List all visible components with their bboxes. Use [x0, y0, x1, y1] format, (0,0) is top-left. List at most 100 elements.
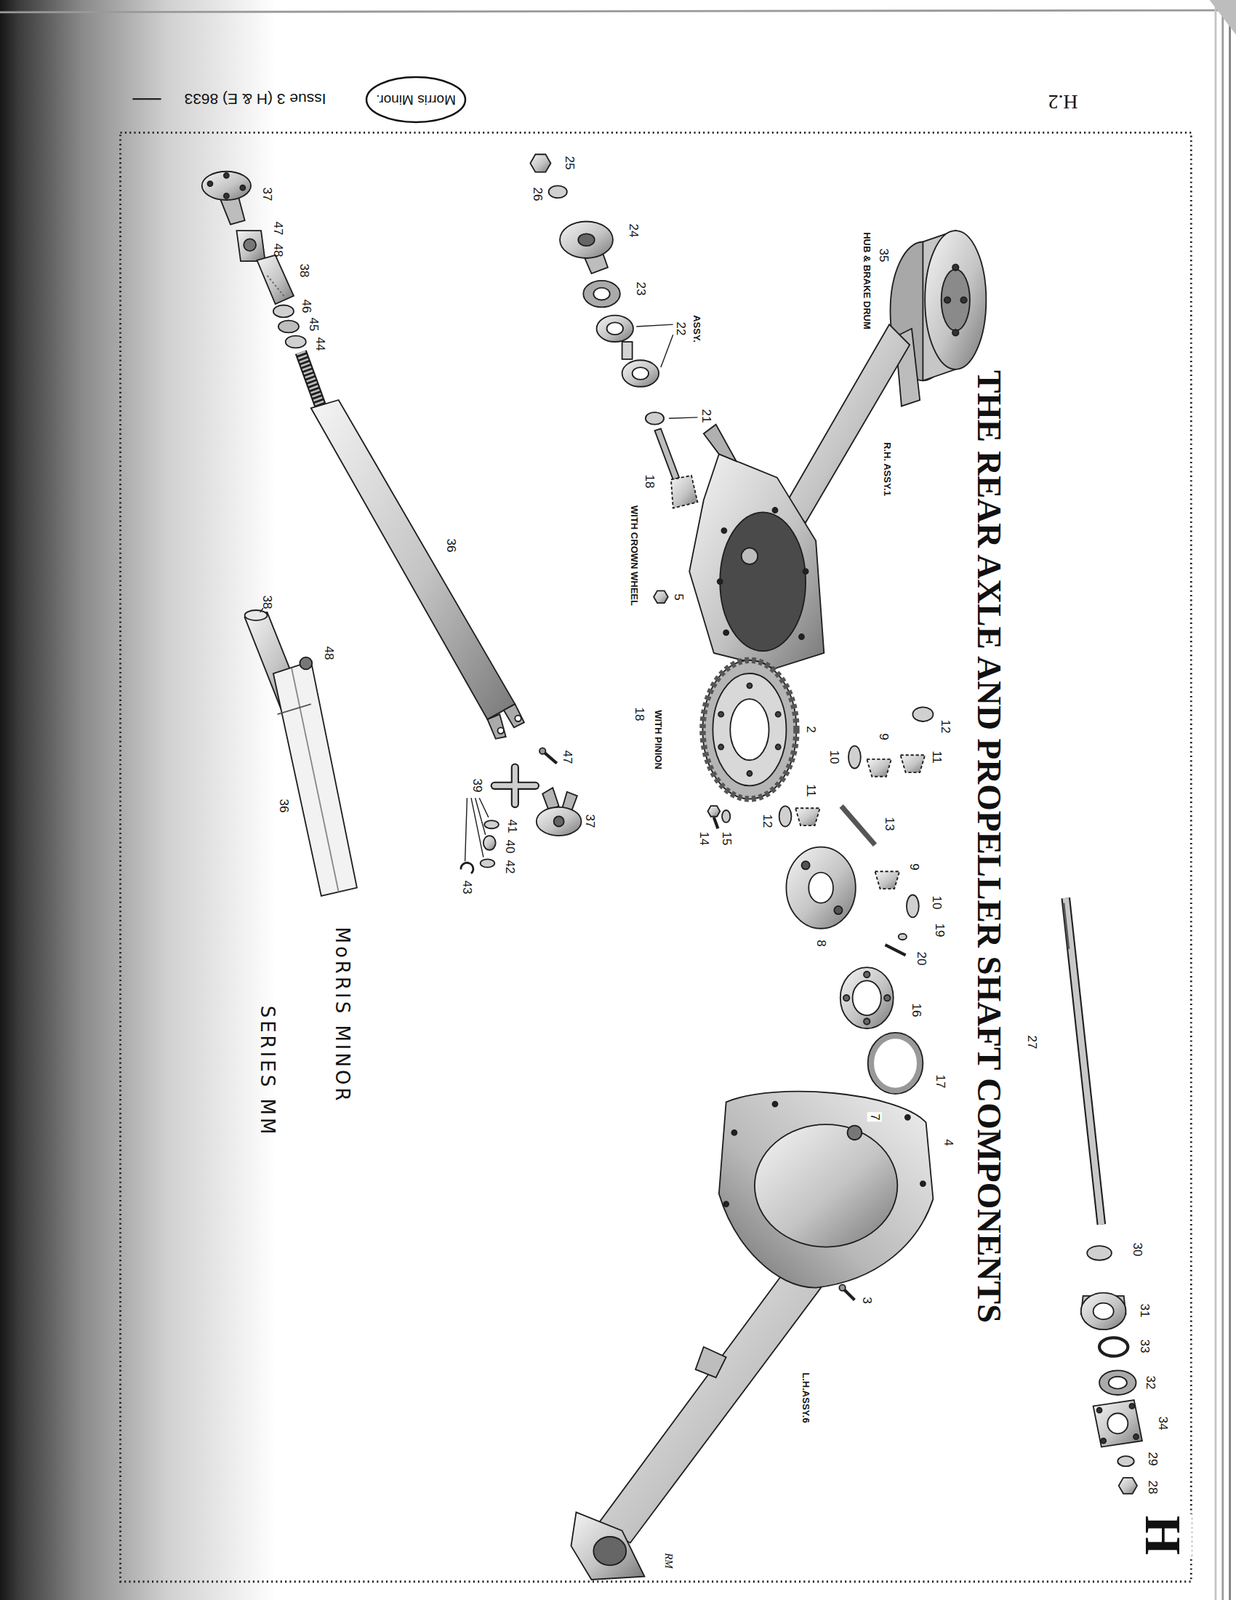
axle-shaft — [1108, 1376, 1127, 1389]
differential-parts — [874, 871, 900, 889]
axle-shaft — [1081, 1292, 1127, 1330]
callout-number: 31 — [1137, 1303, 1152, 1318]
differential-parts — [718, 744, 724, 750]
callout-number: 36 — [276, 799, 291, 813]
callout-number: 8 — [813, 940, 829, 947]
differential-parts — [900, 754, 926, 773]
rear-axle-lh — [719, 1091, 934, 1288]
axle-shaft — [1065, 897, 1102, 1225]
differential-parts — [779, 805, 792, 826]
differential-parts — [841, 805, 875, 845]
universal-joint-parts — [536, 807, 582, 836]
axle-shaft — [1065, 897, 1102, 1225]
callout-number: 27 — [1025, 1035, 1040, 1050]
callout-number: 47 — [559, 749, 575, 764]
sectional-inset — [299, 657, 312, 670]
callout-number: 10 — [827, 749, 842, 764]
callout-number: 29 — [1145, 1451, 1160, 1466]
pinion-parts — [593, 287, 610, 301]
callout-number: 28 — [1145, 1480, 1160, 1495]
universal-joint-parts — [471, 797, 484, 857]
callout-number: 39 — [470, 778, 485, 793]
differential-parts — [852, 980, 882, 1015]
pinion-parts — [548, 185, 568, 198]
callout-number: 38 — [260, 594, 275, 609]
propeller-shaft — [311, 399, 516, 720]
rear-axle-lh — [905, 1114, 911, 1120]
propeller-shaft — [202, 171, 251, 200]
callout-number: 10 — [929, 895, 944, 910]
callout-number: 4 — [941, 1138, 957, 1146]
callout-number: 9 — [906, 863, 922, 871]
callout-number: 16 — [908, 1002, 924, 1017]
axle-shaft — [1107, 1412, 1128, 1434]
differential-parts — [808, 872, 834, 904]
axle-shaft — [1118, 1477, 1138, 1494]
rear-axle-rh — [719, 511, 806, 651]
sectional-inset — [277, 703, 312, 714]
callout-number: 7 — [868, 1111, 883, 1122]
callout-number: 11 — [929, 750, 944, 764]
differential-parts — [712, 673, 786, 786]
pinion-parts — [530, 154, 551, 172]
differential-parts — [840, 966, 894, 1029]
callout-number: 24 — [625, 223, 641, 238]
callout-number: 19 — [932, 923, 947, 938]
callout-number: 44 — [313, 336, 328, 351]
sectional-inset — [260, 607, 264, 613]
callout-number: 40 — [503, 839, 518, 854]
page-ground — [132, 98, 161, 100]
callout-number: 3 — [859, 1297, 874, 1304]
rear-axle-lh — [772, 1101, 778, 1107]
pinion-parts — [645, 412, 664, 425]
rear-axle-rh — [803, 568, 809, 574]
callout-number: 38 — [296, 263, 312, 278]
rear-axle-rh — [772, 507, 778, 513]
rear-axle-lh — [920, 1180, 926, 1186]
callout-number: 21 — [698, 409, 714, 424]
axle-shaft — [1097, 1407, 1103, 1413]
pinion-parts — [671, 475, 698, 509]
sectional-inset — [273, 660, 357, 896]
universal-joint-parts — [539, 747, 546, 754]
universal-joint-parts — [475, 797, 486, 835]
pinion-parts — [607, 322, 624, 335]
rear-axle-lh — [847, 1125, 863, 1141]
pinion-parts — [578, 233, 595, 246]
sectional-inset — [245, 610, 268, 621]
sectional-inset — [245, 607, 357, 896]
page-ground — [0, 0, 276, 1600]
universal-joint-parts — [483, 835, 496, 850]
pinion-parts — [583, 280, 620, 307]
callout-number: 18 — [642, 474, 658, 489]
pinion-parts — [668, 417, 698, 419]
circle-outline — [366, 77, 466, 123]
callout-number: 9 — [876, 732, 891, 740]
rear-axle-rh — [952, 329, 959, 336]
differential-parts — [702, 660, 933, 1094]
callout-number: 26 — [530, 186, 545, 201]
rear-axle-rh — [952, 263, 959, 270]
rear-axle-rh — [723, 629, 729, 635]
pinion-parts — [622, 341, 633, 360]
callout-number: 46 — [298, 298, 314, 313]
axle-shaft — [1063, 903, 1069, 949]
differential-parts — [801, 860, 810, 869]
propeller-shaft — [514, 715, 521, 722]
differential-parts — [884, 944, 906, 955]
pinion-parts — [632, 367, 649, 380]
page-footer: Issue 3 (H & E) 8633 — [183, 90, 326, 108]
rear-axle-lh — [754, 1124, 898, 1247]
callout-number: 35 — [876, 247, 891, 262]
differential-parts — [848, 745, 861, 769]
callout-number: 25 — [562, 156, 577, 171]
pinion-parts — [653, 590, 669, 603]
callout-number: 5 — [671, 593, 686, 600]
rear-axle-rh — [741, 547, 758, 564]
propeller-shaft — [223, 173, 230, 179]
propeller-shaft — [207, 181, 213, 187]
diagram-title: THE REAR AXLE AND PROPELLER SHAFT COMPON… — [969, 370, 1010, 1323]
universal-joint-parts — [512, 767, 518, 805]
rear-axle-lh — [723, 1201, 729, 1207]
